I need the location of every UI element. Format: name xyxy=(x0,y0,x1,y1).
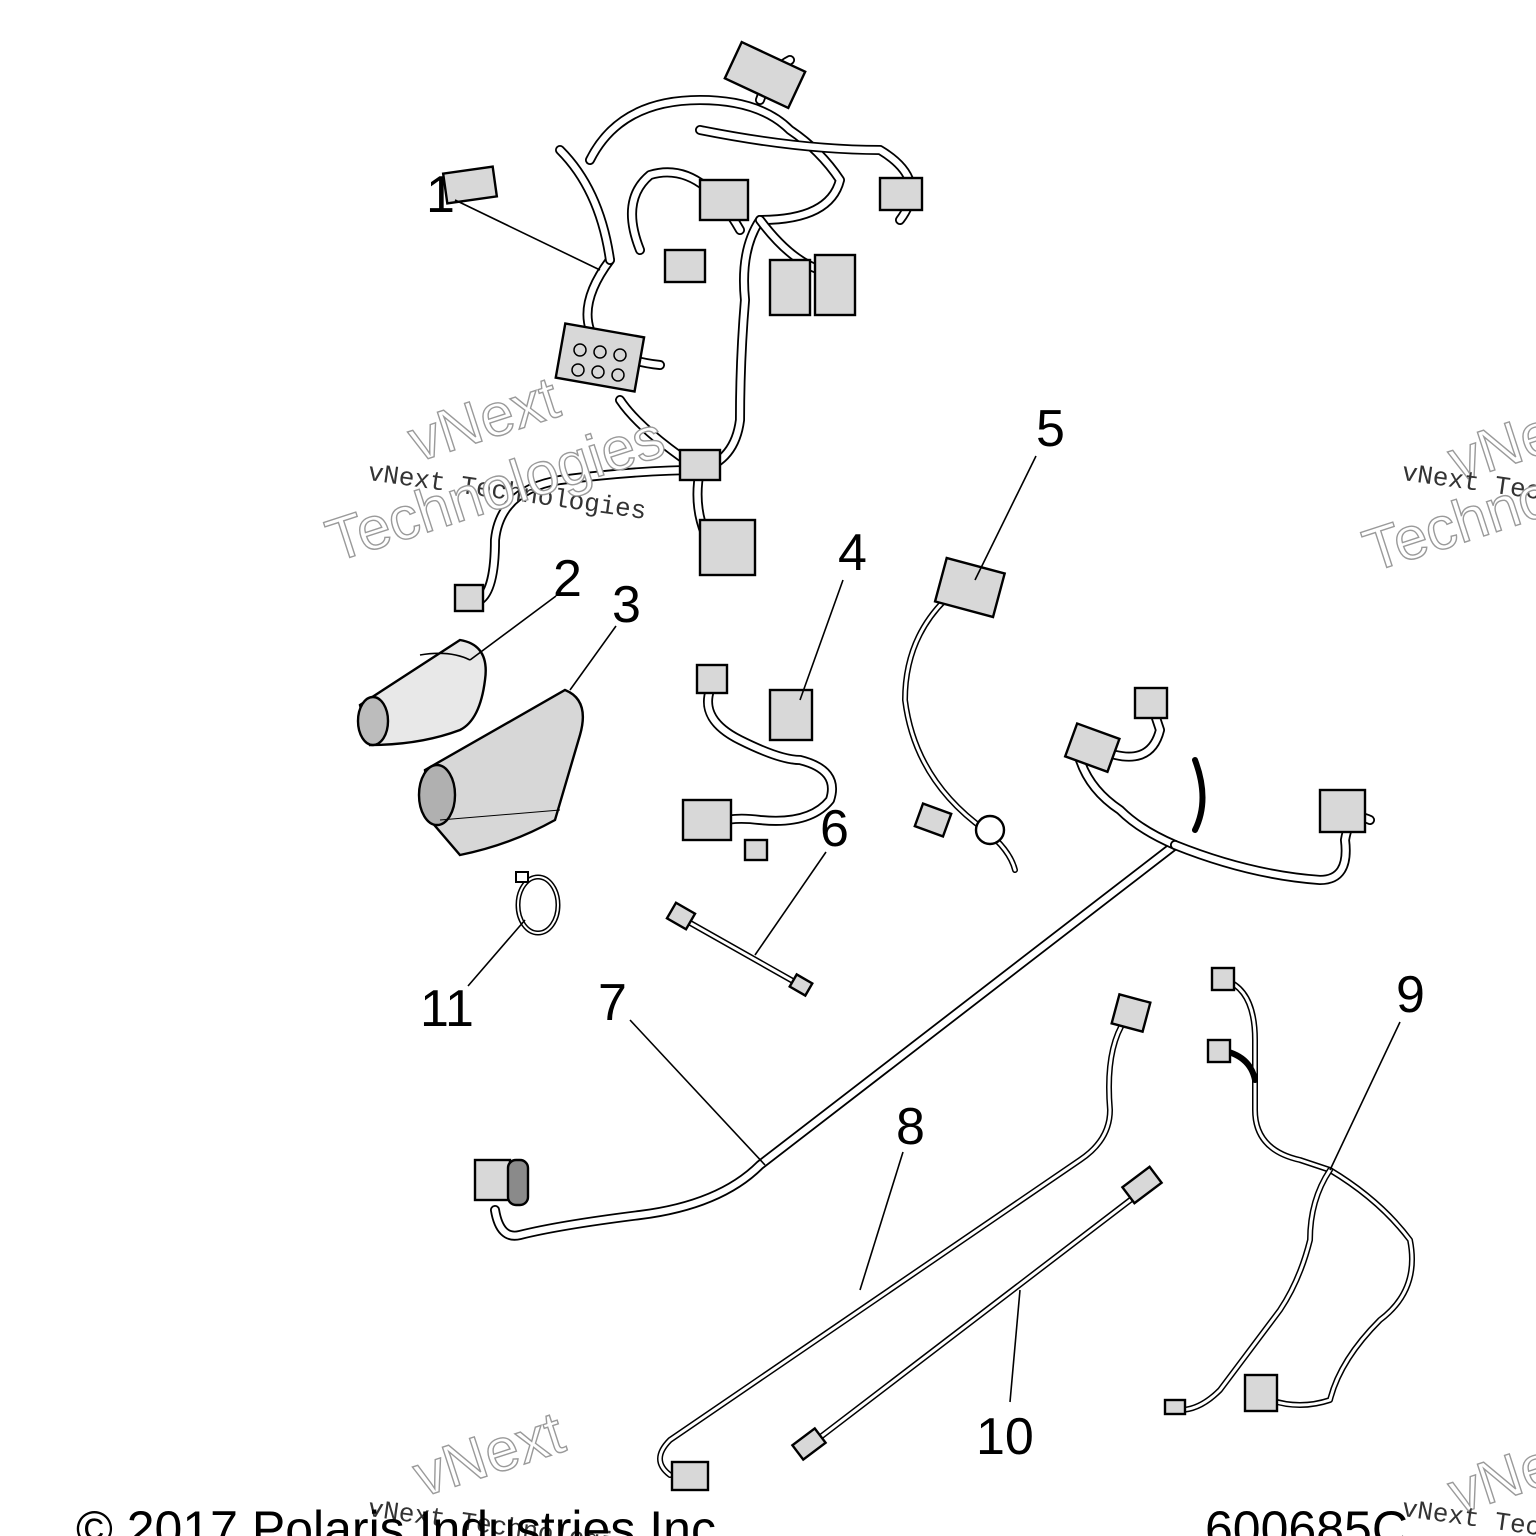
callout-2: 2 xyxy=(553,550,582,608)
part-11-cable-tie xyxy=(515,871,561,936)
callout-6: 6 xyxy=(820,800,849,858)
callout-leaders xyxy=(454,199,1401,1403)
part-4-sub-harness xyxy=(681,663,837,862)
part-6-short-lead xyxy=(665,901,814,998)
part-3-sleeve xyxy=(417,688,585,857)
callout-3: 3 xyxy=(612,576,641,634)
callout-1: 1 xyxy=(426,166,455,224)
part-10-lead xyxy=(790,1165,1164,1462)
part-9-sub-harness xyxy=(1163,966,1415,1416)
part-2-split-loom xyxy=(356,638,487,747)
callout-8: 8 xyxy=(896,1098,925,1156)
callout-labels: 1 2 3 4 5 6 7 8 9 10 11 xyxy=(420,166,1425,1466)
drawing-number: 600685C xyxy=(1205,1501,1408,1536)
part-1-main-harness xyxy=(441,40,924,613)
part-5-sensor-lead xyxy=(902,556,1018,873)
callout-11: 11 xyxy=(420,980,474,1038)
callout-5: 5 xyxy=(1036,400,1065,458)
callout-7: 7 xyxy=(598,974,627,1032)
callout-9: 9 xyxy=(1396,966,1425,1024)
part-8-long-lead xyxy=(657,992,1152,1492)
callout-10: 10 xyxy=(976,1408,1034,1466)
copyright-notice: © 2017 Polaris Industries Inc. xyxy=(76,1501,730,1536)
part-7-long-harness xyxy=(473,686,1375,1241)
callout-4: 4 xyxy=(838,524,867,582)
